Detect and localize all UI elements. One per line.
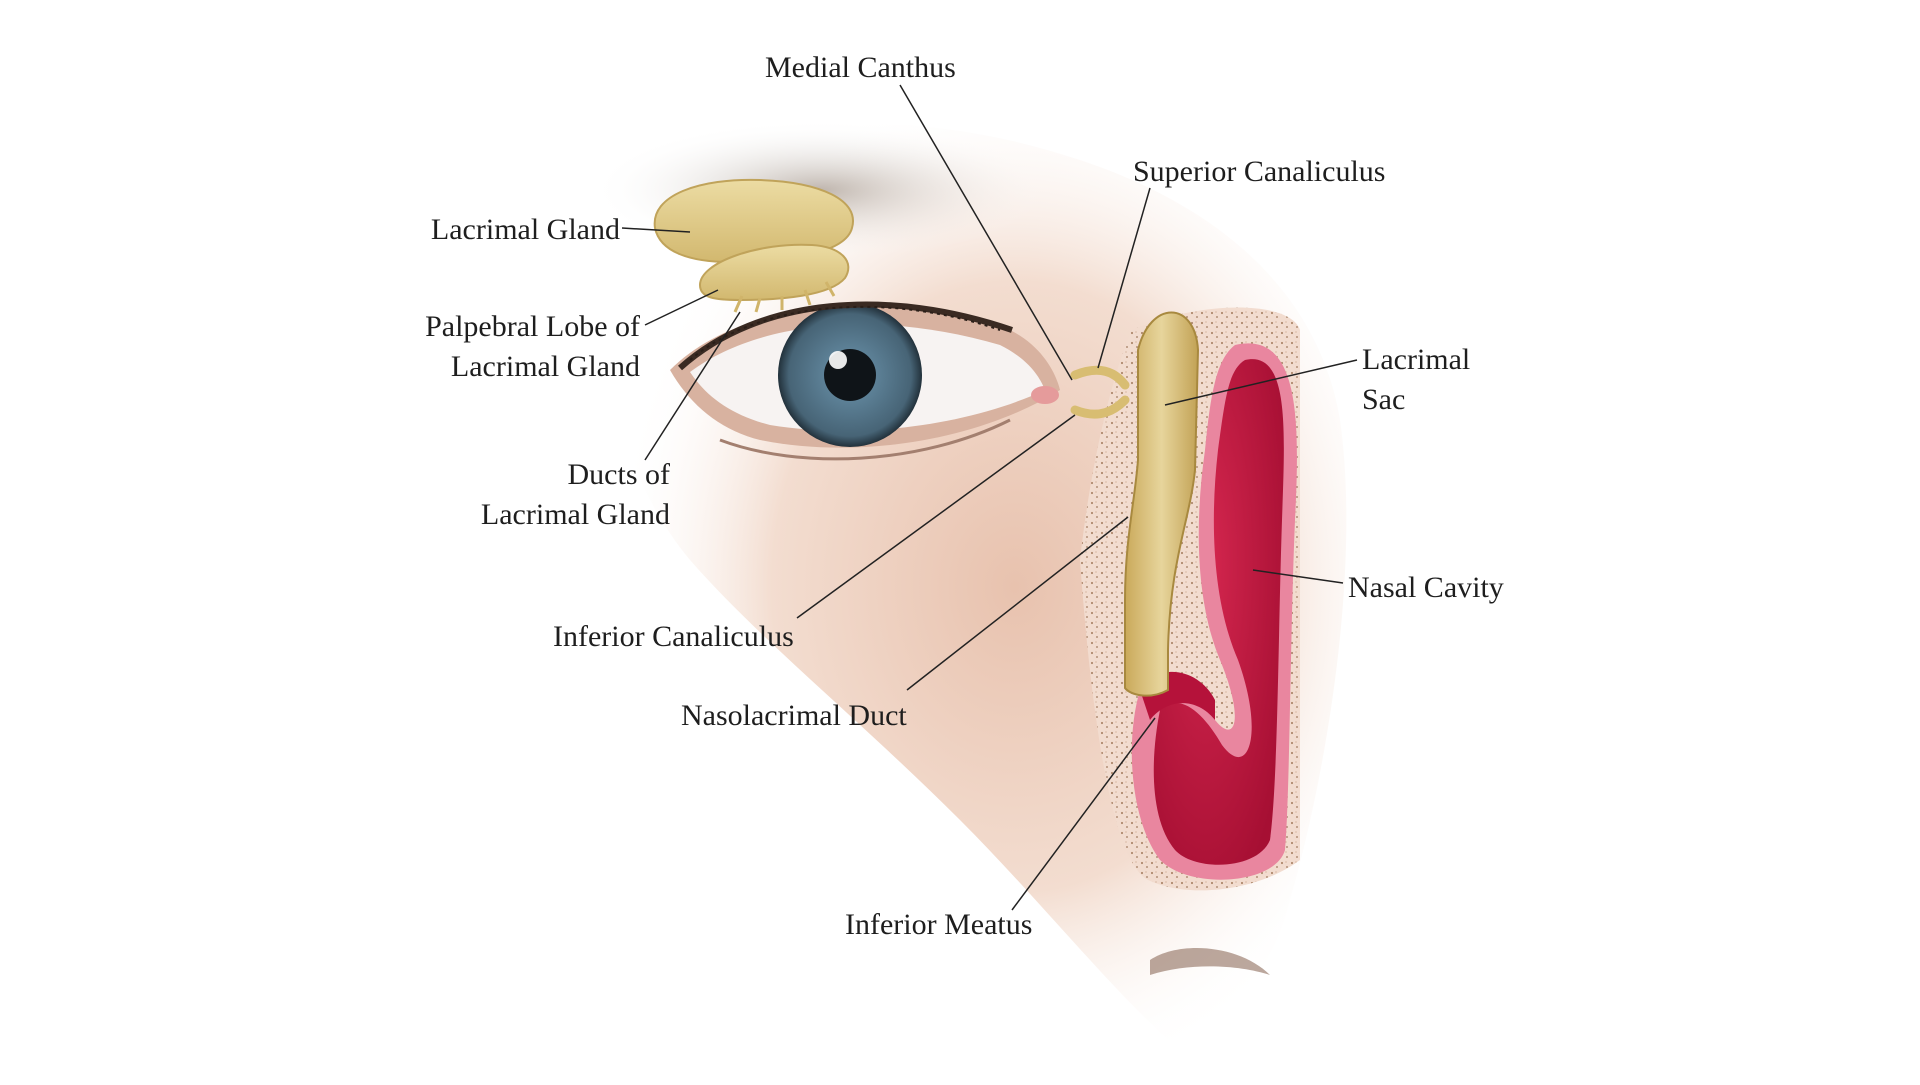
label-palpebral-lobe-line2: Lacrimal Gland (450, 350, 640, 383)
palpebral-lobe (698, 243, 850, 302)
label-palpebral-lobe: Palpebral Lobe of Lacrimal Gland (380, 307, 640, 387)
superior-canaliculus-shape (1070, 365, 1130, 390)
label-lacrimal-gland: Lacrimal Gland (430, 213, 620, 246)
label-ducts-line2: Lacrimal Gland (480, 498, 670, 531)
label-ducts-of-lacrimal-gland: Ducts of Lacrimal Gland (430, 455, 670, 535)
gland-ducts (733, 281, 836, 313)
label-superior-canaliculus: Superior Canaliculus (1133, 155, 1386, 188)
nasal-cavity-space (1153, 359, 1284, 865)
label-ducts-line1: Ducts of (567, 458, 670, 491)
eye-illustration (670, 301, 1060, 461)
label-nasal-cavity: Nasal Cavity (1348, 571, 1504, 604)
lacrimal-duct-illustration (1070, 311, 1200, 697)
label-palpebral-lobe-line1: Palpebral Lobe of (425, 310, 640, 343)
caruncle (1031, 386, 1059, 404)
label-medial-canthus: Medial Canthus (765, 51, 956, 84)
label-lacrimal-sac-line1: Lacrimal (1362, 343, 1471, 376)
label-nasolacrimal-duct: Nasolacrimal Duct (681, 699, 907, 732)
lacrimal-sac-and-duct (1124, 311, 1200, 697)
inferior-canaliculus-shape (1070, 395, 1130, 419)
label-inferior-meatus: Inferior Meatus (845, 908, 1033, 941)
lacrimal-gland-illustration (653, 178, 855, 313)
label-inferior-canaliculus: Inferior Canaliculus (553, 620, 794, 653)
label-lacrimal-sac-line2: Sac (1362, 383, 1406, 416)
nostril-shadow (1150, 948, 1270, 975)
leader-lines (621, 84, 1358, 911)
label-lacrimal-sac: Lacrimal Sac (1362, 340, 1470, 420)
